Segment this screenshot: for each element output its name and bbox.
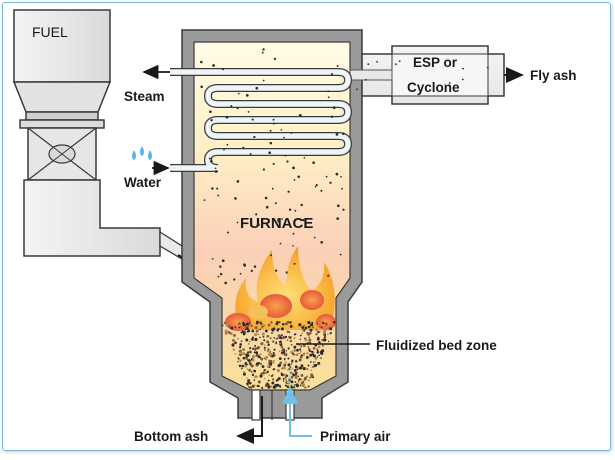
primary-air-arrow	[282, 386, 312, 437]
primary-air-label: Primary air	[320, 429, 391, 444]
fluidized-bed-particles	[221, 320, 336, 390]
water-drops-icon	[132, 146, 152, 160]
fly-ash-label: Fly ash	[530, 68, 577, 83]
flames	[225, 246, 336, 331]
furnace-particles	[200, 48, 489, 392]
fuel-hopper	[12, 9, 213, 275]
heat-exchanger-tubes	[170, 68, 353, 172]
esp-cyclone-unit	[361, 45, 505, 105]
bottom-ash-arrow	[236, 396, 263, 444]
fuel-label: FUEL	[32, 24, 68, 40]
fluidized-bed-label: Fluidized bed zone	[376, 338, 497, 353]
steam-label: Steam	[124, 89, 165, 104]
bottom-ash-label: Bottom ash	[134, 429, 208, 444]
esp-label-line2: Cyclone	[407, 80, 460, 95]
furnace-label: FURNACE	[240, 215, 313, 232]
water-label: Water	[124, 175, 162, 190]
esp-label-line1: ESP or	[413, 55, 458, 70]
figure-frame	[2, 2, 611, 451]
